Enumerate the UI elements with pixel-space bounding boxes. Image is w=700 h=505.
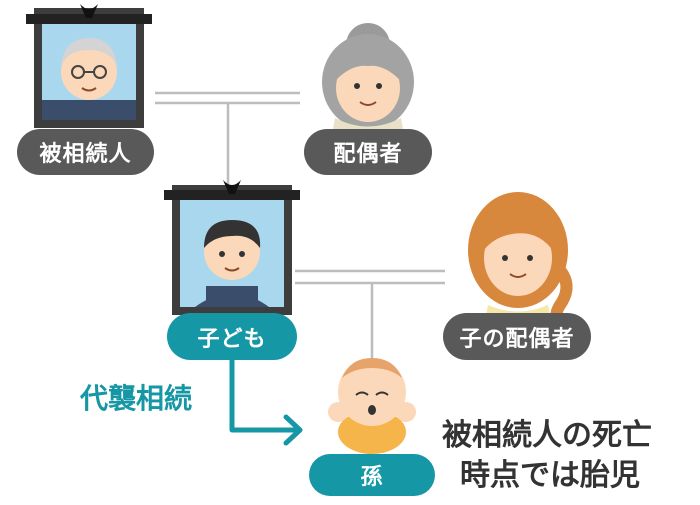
grandchild-label: 孫 — [309, 454, 435, 496]
spouse-label: 配偶者 — [304, 129, 432, 175]
child-label: 子ども — [167, 313, 297, 360]
marriage-line-top — [155, 91, 300, 105]
deceased-label: 被相続人 — [17, 129, 154, 175]
relation-label: 代襲相続 — [80, 382, 193, 415]
note-text: 被相続人の死亡 時点では胎児 — [442, 416, 652, 496]
note-line-2: 時点では胎児 — [460, 458, 640, 493]
succession-arrow-icon — [229, 352, 303, 446]
note-line-1: 被相続人の死亡 — [442, 418, 652, 453]
deceased-portrait-icon — [26, 4, 152, 128]
marriage-line-bottom — [295, 269, 445, 285]
grandchild-baby-icon — [328, 358, 416, 454]
spouse-avatar-icon — [322, 23, 414, 140]
child-spouse-avatar-icon — [468, 192, 573, 326]
child-portrait-icon — [164, 180, 300, 315]
child-spouse-label: 子の配偶者 — [443, 313, 591, 360]
